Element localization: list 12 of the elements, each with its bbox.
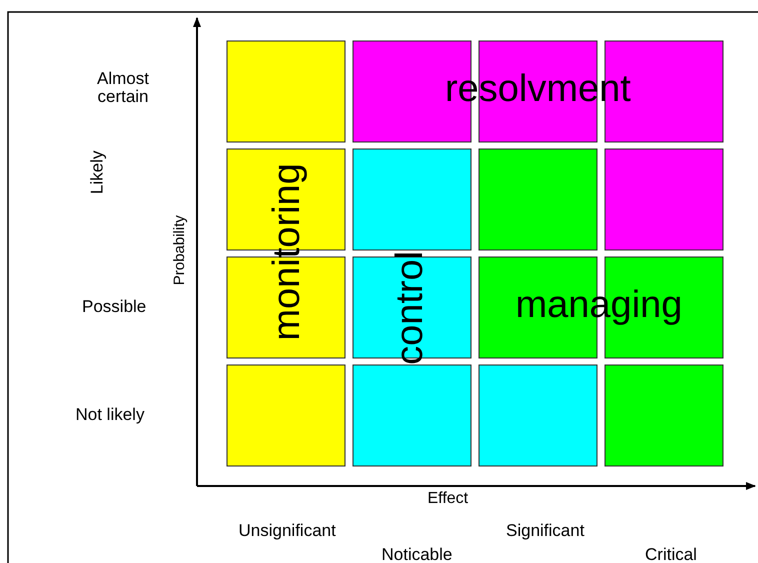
column-label: Critical [645, 546, 697, 563]
row-label: Possible [82, 298, 146, 316]
axis-title: Probability [172, 214, 188, 285]
column-label: Significant [506, 522, 584, 540]
row-label: Almost certain [96, 70, 150, 107]
zone-label: monitoring [266, 163, 308, 341]
column-label: Noticable [382, 546, 452, 563]
row-label: Not likely [76, 406, 144, 424]
row-label: Likely [88, 150, 107, 194]
zone-label: control [390, 250, 432, 365]
column-label: Unsignificant [238, 522, 336, 540]
axis-title: Effect [428, 490, 468, 508]
